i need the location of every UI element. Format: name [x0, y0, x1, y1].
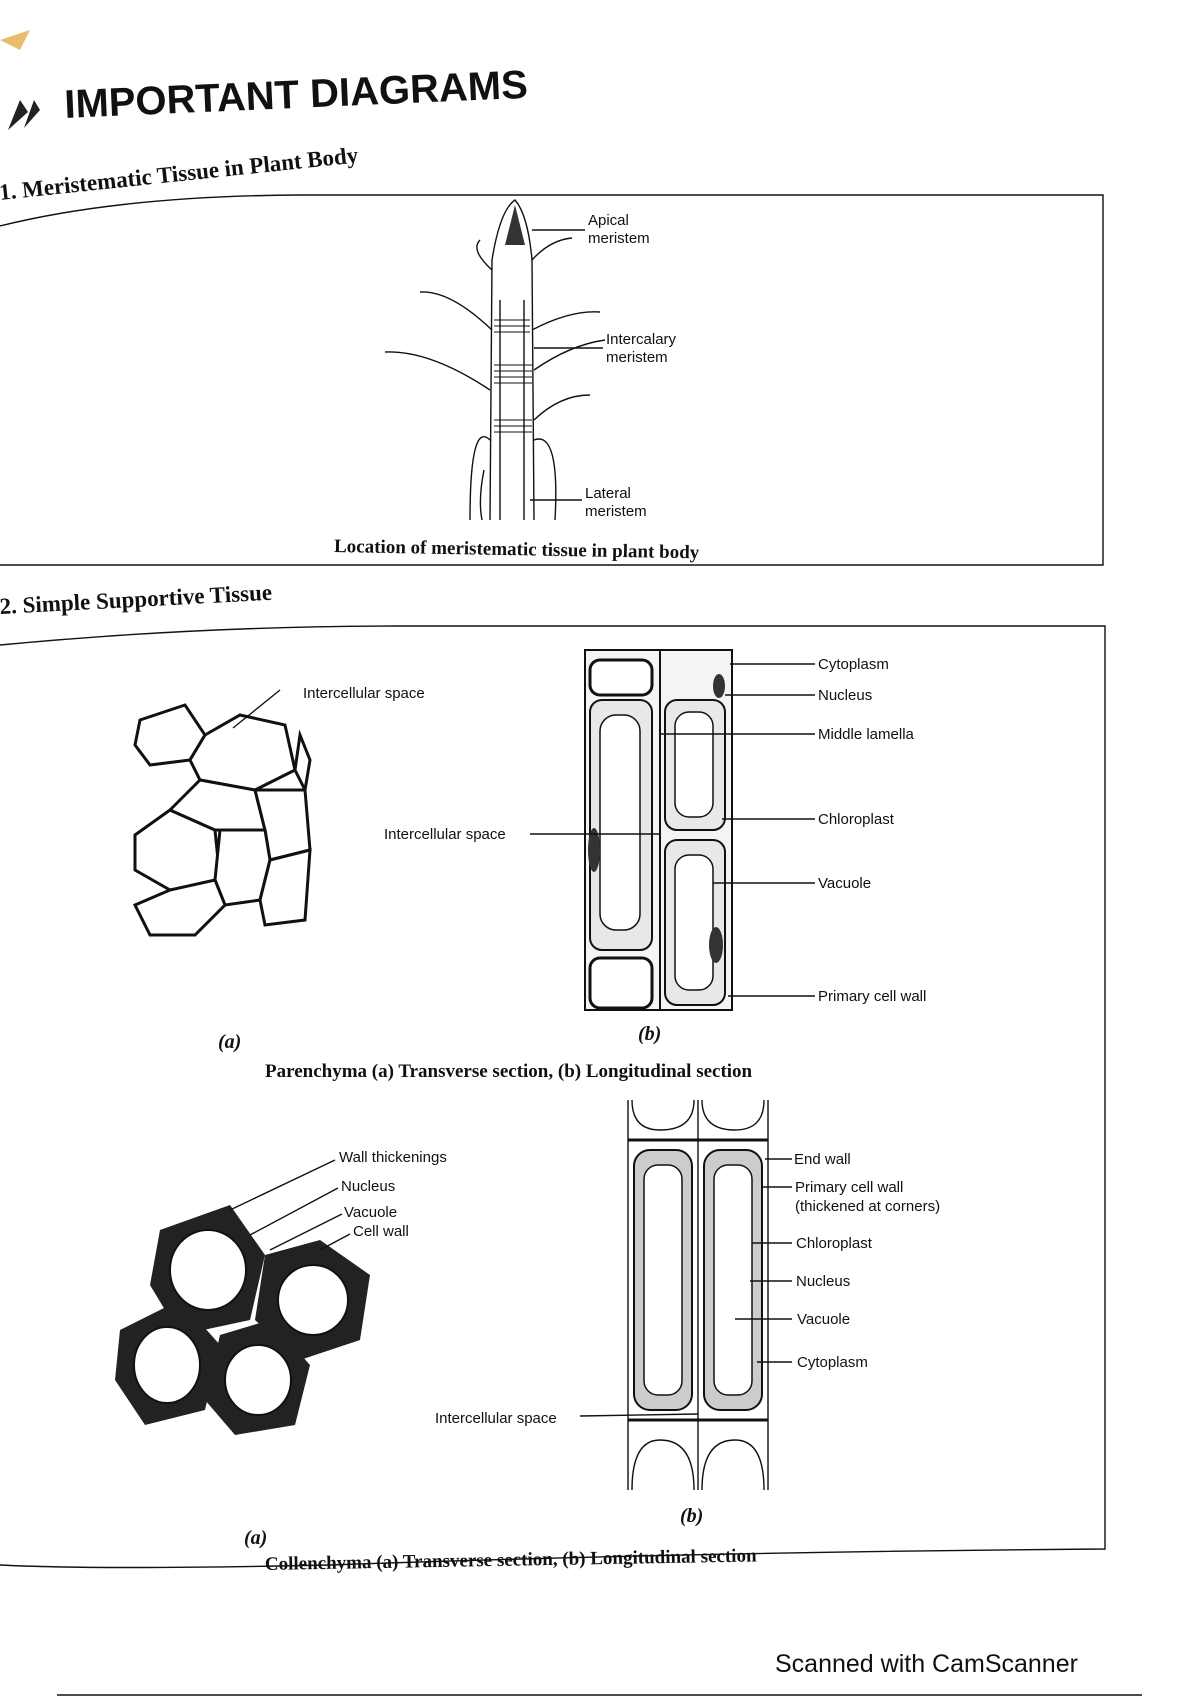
- label-ts-nucleus: Nucleus: [341, 1178, 395, 1195]
- label-apical-2: meristem: [588, 230, 650, 247]
- collenchyma-longitudinal-diagram: [579, 1099, 792, 1491]
- label-middle-lamella: Middle lamella: [818, 726, 915, 743]
- label-primary-wall-1: Primary cell wall: [795, 1179, 903, 1196]
- label-ls-intercellular: Intercellular space: [384, 826, 506, 843]
- parenchyma-caption: Parenchyma (a) Transverse section, (b) L…: [265, 1061, 753, 1082]
- label-wall-thickenings: Wall thickenings: [339, 1149, 447, 1166]
- label-primary-wall-2: (thickened at corners): [795, 1198, 940, 1215]
- label-ts-vacuole: Vacuole: [344, 1204, 397, 1221]
- label-intercalary-2: meristem: [606, 349, 668, 366]
- label-nucleus: Nucleus: [818, 687, 872, 704]
- label-ls-intercellular-coll: Intercellular space: [435, 1410, 557, 1427]
- label-lateral-1: Lateral: [585, 485, 631, 502]
- chevron-icon: [0, 30, 40, 130]
- label-cell-wall: Cell wall: [353, 1223, 409, 1240]
- parenchyma-b-label: (b): [638, 1023, 661, 1045]
- page-title: IMPORTANT DIAGRAMS: [63, 63, 528, 127]
- label-ls-chloroplast: Chloroplast: [796, 1235, 873, 1252]
- label-chloroplast: Chloroplast: [818, 811, 895, 828]
- label-intercalary-1: Intercalary: [606, 331, 677, 348]
- plant-shoot-diagram: [384, 199, 606, 521]
- label-primary-wall: Primary cell wall: [818, 988, 926, 1005]
- label-cytoplasm: Cytoplasm: [818, 656, 889, 673]
- label-ls-vacuole: Vacuole: [797, 1311, 850, 1328]
- parenchyma-transverse-diagram: [132, 689, 312, 937]
- collenchyma-caption: Collenchyma (a) Transverse section, (b) …: [265, 1545, 757, 1575]
- label-ls-cytoplasm: Cytoplasm: [797, 1354, 868, 1371]
- section2-heading: 2. Simple Supportive Tissue: [0, 580, 273, 619]
- label-apical-1: Apical: [588, 212, 629, 229]
- label-vacuole: Vacuole: [818, 875, 871, 892]
- collenchyma-transverse-diagram: [115, 1159, 370, 1435]
- camscanner-footer: Scanned with CamScanner: [775, 1650, 1078, 1678]
- parenchyma-a-label: (a): [218, 1031, 241, 1053]
- parenchyma-longitudinal-diagram: [530, 649, 815, 1011]
- label-ts-intercellular: Intercellular space: [303, 685, 425, 702]
- section2-frame: [0, 625, 1106, 1569]
- label-lateral-2: meristem: [585, 503, 647, 520]
- collenchyma-b-label: (b): [680, 1505, 703, 1527]
- collenchyma-a-label: (a): [244, 1527, 267, 1549]
- section1-frame: [0, 194, 1104, 566]
- label-end-wall: End wall: [794, 1151, 851, 1168]
- label-ls-nucleus: Nucleus: [796, 1273, 850, 1290]
- section1-caption: Location of meristematic tissue in plant…: [334, 536, 700, 563]
